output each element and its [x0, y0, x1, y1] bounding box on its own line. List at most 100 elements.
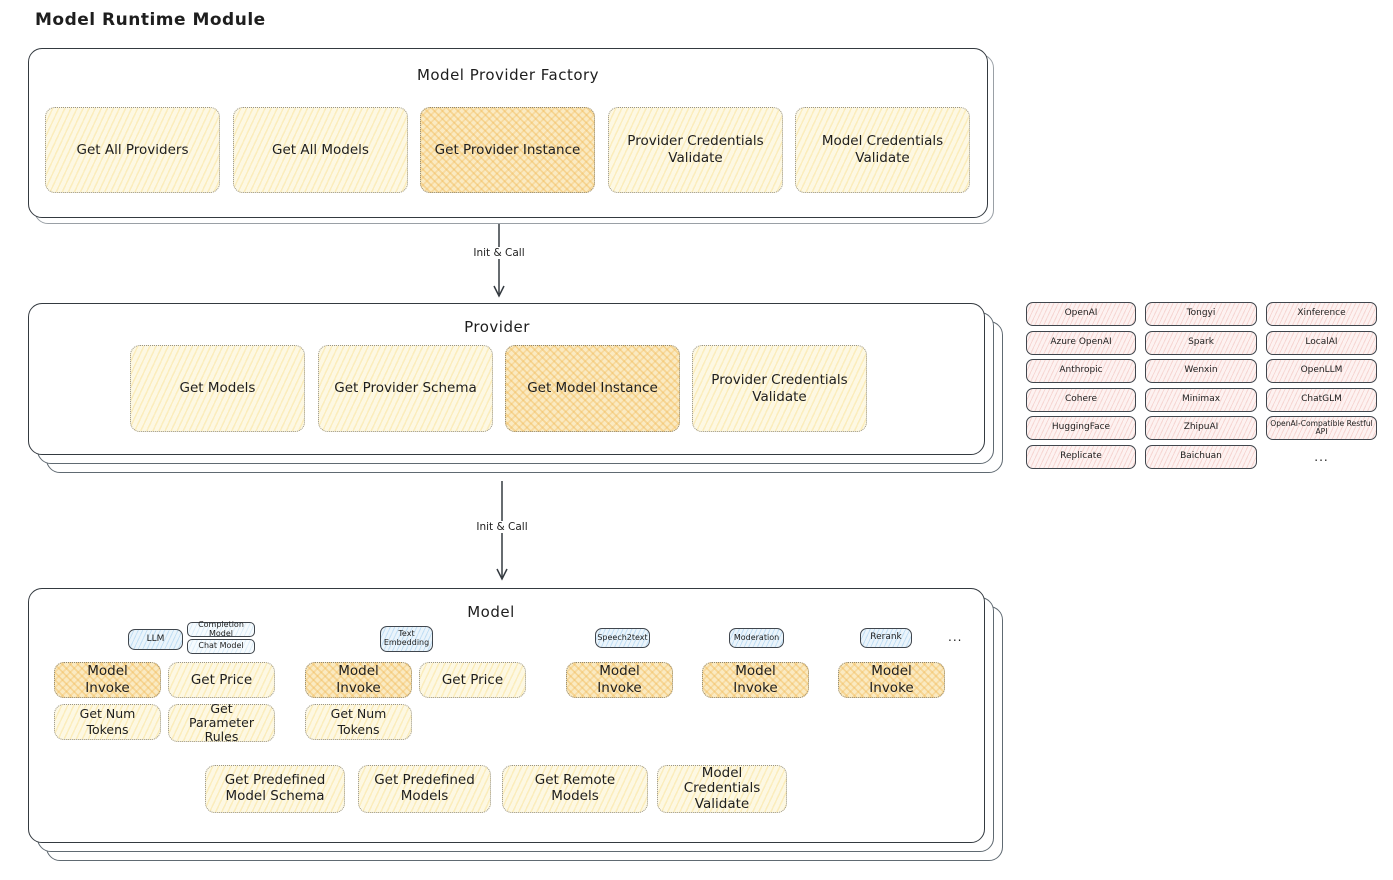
chip-label: LocalAI: [1305, 336, 1338, 347]
tag-label: Completion Model: [198, 620, 244, 638]
model-node-llm-get-price: Get Price: [168, 662, 275, 698]
model-node-moderation-model-invoke: Model Invoke: [702, 662, 809, 698]
provider-chip-openllm: OpenLLM: [1266, 359, 1377, 384]
provider-chip-replicate: Replicate: [1026, 444, 1136, 469]
model-node-speech2text-model-invoke: Model Invoke: [566, 662, 673, 698]
provider-chip-openai: OpenAI: [1026, 302, 1136, 326]
provider-chip-chatglm: ChatGLM: [1266, 387, 1377, 412]
model-title: Model: [467, 603, 515, 621]
tag-label: Speech2text: [597, 632, 648, 642]
node-label: Provider Credentials Validate: [627, 133, 764, 166]
factory-node-model-credentials-validate: Model Credentials Validate: [795, 107, 970, 193]
tag-text-embedding: Text Embedding: [380, 626, 433, 652]
tag-label: Rerank: [870, 632, 902, 643]
model-node-llm-model-invoke: Model Invoke: [54, 662, 161, 698]
tag-rerank: Rerank: [860, 628, 912, 648]
model-node-llm-get-parameter-rules: Get Parameter Rules: [168, 701, 275, 744]
node-label: Model Invoke: [733, 663, 778, 696]
factory-node-get-all-models: Get All Models: [233, 107, 408, 193]
node-label: Model Invoke: [869, 663, 914, 696]
provider-chip-openai-compatible-restful-api: OpenAI-Compatible Restful API: [1266, 416, 1377, 441]
chip-label: OpenAI: [1064, 308, 1098, 319]
provider-title: Provider: [464, 318, 530, 336]
node-label: Get All Models: [272, 141, 369, 158]
chip-label: OpenLLM: [1300, 365, 1343, 376]
tag-chat-model: Chat Model: [187, 639, 255, 654]
tag-label: LLM: [146, 633, 165, 644]
model-node-rerank-model-invoke: Model Invoke: [838, 662, 945, 698]
chip-label: Spark: [1188, 336, 1214, 347]
provider-chip-baichuan: Baichuan: [1145, 444, 1257, 469]
arrow-label-init-call-2: Init & Call: [472, 521, 532, 533]
down-arrow-icon: [493, 224, 505, 298]
chip-label: Anthropic: [1059, 365, 1103, 376]
node-label: Get Price: [190, 671, 253, 688]
tag-label: Chat Model: [198, 641, 244, 651]
chip-label: ZhipuAI: [1183, 422, 1219, 433]
provider-chip-wenxin: Wenxin: [1145, 359, 1257, 384]
model-node-text-embedding-model-invoke: Model Invoke: [305, 662, 412, 698]
model-tags-ellipsis: ...: [948, 630, 963, 644]
node-label: Provider Credentials Validate: [711, 371, 848, 405]
provider-chip-minimax: Minimax: [1145, 387, 1257, 412]
tag-llm: LLM: [128, 629, 183, 650]
node-label: Get Num Tokens: [330, 706, 387, 737]
provider-node-get-model-instance: Get Model Instance: [505, 345, 680, 432]
node-label: Get Num Tokens: [79, 706, 136, 737]
provider-chip-grid: OpenAI Tongyi Xinference Azure OpenAI Sp…: [1026, 302, 1377, 469]
provider-list-ellipsis: ...: [1266, 445, 1377, 469]
node-label: Get Price: [441, 671, 504, 688]
node-label: Get Predefined Model Schema: [224, 772, 326, 804]
provider-chip-zhipuai: ZhipuAI: [1145, 416, 1257, 441]
node-label: Model Credentials Validate: [821, 133, 944, 166]
provider-chip-cohere: Cohere: [1026, 387, 1136, 412]
chip-label: ...: [1314, 449, 1329, 464]
node-label: Get Models: [179, 380, 256, 397]
model-node-text-embedding-get-num-tokens: Get Num Tokens: [305, 704, 412, 740]
chip-label: OpenAI-Compatible Restful API: [1270, 419, 1373, 437]
provider-node-get-provider-schema: Get Provider Schema: [318, 345, 493, 432]
chip-label: Cohere: [1064, 393, 1098, 404]
chip-label: Minimax: [1181, 393, 1221, 404]
chip-label: Azure OpenAI: [1050, 336, 1112, 347]
chip-label: ChatGLM: [1301, 393, 1342, 404]
node-label: Model Invoke: [597, 663, 642, 696]
chip-label: Wenxin: [1184, 365, 1218, 376]
node-label: Get Provider Schema: [334, 380, 477, 397]
provider-chip-huggingface: HuggingFace: [1026, 416, 1136, 441]
provider-chip-azure-openai: Azure OpenAI: [1026, 330, 1136, 355]
node-label: Get Model Instance: [527, 380, 658, 397]
model-node-llm-get-num-tokens: Get Num Tokens: [54, 704, 161, 740]
node-label: Model Credentials Validate: [683, 764, 761, 812]
chip-label: HuggingFace: [1051, 422, 1111, 433]
node-label: Get Provider Instance: [434, 141, 581, 158]
provider-chip-xinference: Xinference: [1266, 302, 1377, 326]
tag-label: Text Embedding: [383, 629, 430, 647]
chip-label: Replicate: [1060, 451, 1102, 462]
chip-label: Tongyi: [1186, 308, 1216, 319]
model-node-model-credentials-validate: Model Credentials Validate: [657, 765, 787, 813]
factory-node-get-all-providers: Get All Providers: [45, 107, 220, 193]
tag-label: Moderation: [733, 632, 780, 642]
tag-moderation: Moderation: [729, 628, 784, 648]
provider-chip-tongyi: Tongyi: [1145, 302, 1257, 326]
factory-node-get-provider-instance: Get Provider Instance: [420, 107, 595, 193]
node-label: Get Parameter Rules: [188, 701, 255, 744]
tag-completion-model: Completion Model: [187, 620, 255, 638]
node-label: Get Remote Models: [534, 772, 616, 804]
model-node-get-predefined-models: Get Predefined Models: [358, 765, 491, 813]
node-label: Model Invoke: [336, 663, 381, 696]
node-label: Get All Providers: [76, 141, 189, 158]
model-node-get-predefined-model-schema: Get Predefined Model Schema: [205, 765, 345, 813]
arrow-label-init-call-1: Init & Call: [469, 247, 529, 259]
model-node-get-remote-models: Get Remote Models: [502, 765, 648, 813]
provider-chip-localai: LocalAI: [1266, 330, 1377, 355]
model-node-text-embedding-get-price: Get Price: [419, 662, 526, 698]
page-title: Model Runtime Module: [35, 10, 266, 30]
chip-label: Xinference: [1297, 308, 1346, 319]
chip-label: Baichuan: [1180, 451, 1222, 462]
provider-chip-anthropic: Anthropic: [1026, 359, 1136, 384]
node-label: Model Invoke: [85, 663, 130, 696]
factory-title: Model Provider Factory: [416, 66, 600, 84]
